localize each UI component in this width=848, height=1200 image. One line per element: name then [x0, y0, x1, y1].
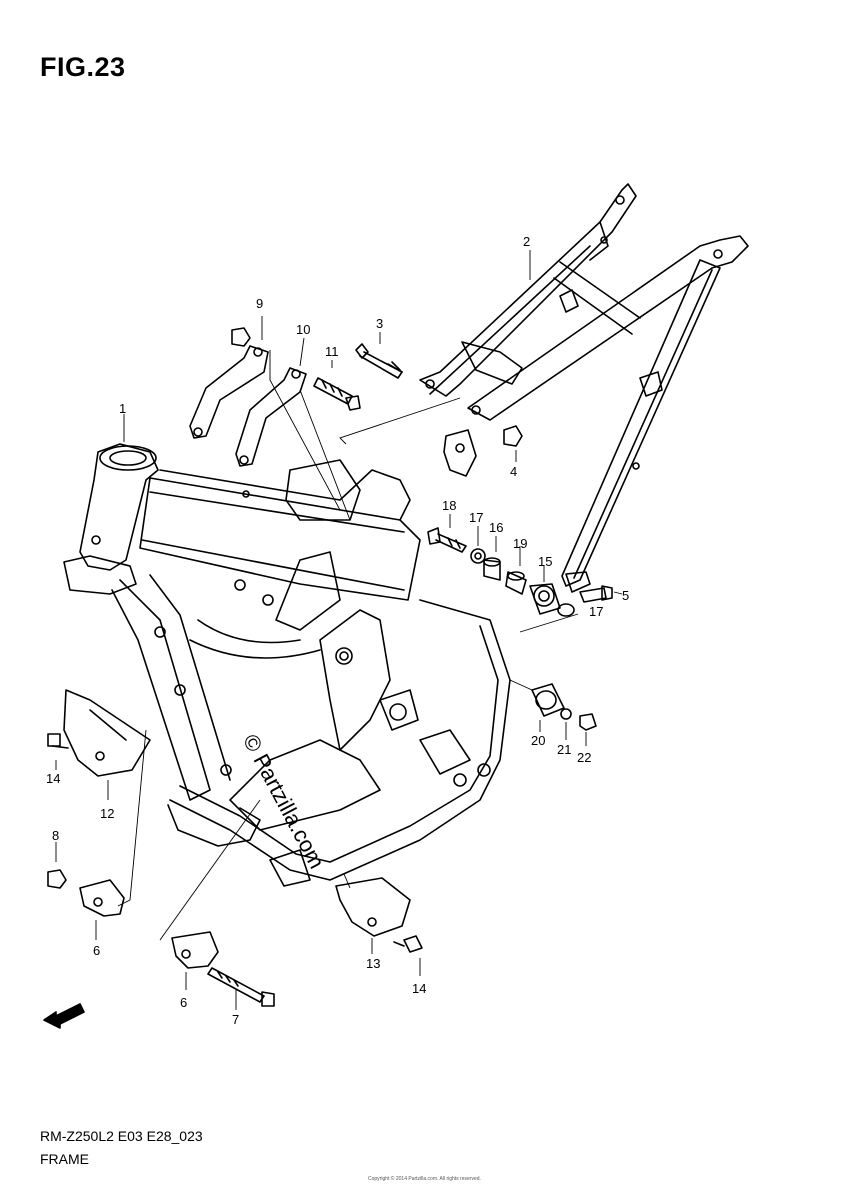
- footer-note: Copyright © 2014 Partzilla.com. All righ…: [368, 1176, 481, 1182]
- callout-7: 7: [232, 1012, 239, 1027]
- section-name: FRAME: [40, 1151, 89, 1167]
- engine-mount-6b: [171, 931, 219, 969]
- callout-22: 22: [577, 750, 591, 765]
- bolt-14a: [47, 733, 69, 749]
- callout-18: 18: [442, 498, 456, 513]
- callout-15: 15: [538, 554, 552, 569]
- washer-17: [470, 548, 486, 564]
- figure-title: FIG.23: [40, 52, 126, 82]
- frame-guard-12: [63, 689, 151, 777]
- callout-6a: 6: [93, 943, 100, 958]
- rear-subframe-part: [419, 183, 749, 593]
- callout-2: 2: [523, 234, 530, 249]
- callout-14b: 14: [412, 981, 426, 996]
- nut-4: [503, 425, 523, 447]
- nut-part: [231, 327, 251, 347]
- callout-11: 11: [325, 344, 339, 359]
- washer-21: [560, 708, 572, 720]
- washer-17b: [557, 603, 575, 617]
- callout-17a: 17: [469, 510, 483, 525]
- nut-22: [579, 713, 597, 731]
- callout-5: 5: [622, 588, 629, 603]
- frame-guard-13: [335, 877, 411, 937]
- callout-14a: 14: [46, 771, 60, 786]
- callout-21: 21: [557, 742, 571, 757]
- callout-6b: 6: [180, 995, 187, 1010]
- callout-10: 10: [296, 322, 310, 337]
- callout-9: 9: [256, 296, 263, 311]
- bolt-5: [579, 585, 613, 603]
- bolt-7: [207, 967, 275, 1007]
- callout-4: 4: [510, 464, 517, 479]
- callout-1: 1: [119, 401, 126, 416]
- fwd-arrow-icon: [43, 1003, 85, 1029]
- collar-16: [483, 557, 501, 581]
- callout-20: 20: [531, 733, 545, 748]
- callout-13: 13: [366, 956, 380, 971]
- bolt-14b: [393, 935, 423, 953]
- callout-19: 19: [513, 536, 527, 551]
- bolt-11: [313, 377, 361, 411]
- callout-12: 12: [100, 806, 114, 821]
- main-frame-part: [63, 443, 511, 887]
- callout-17b: 17: [589, 604, 603, 619]
- engine-bracket-10: [235, 367, 307, 467]
- bushing-15: [529, 583, 561, 615]
- callout-3: 3: [376, 316, 383, 331]
- bushing-20: [531, 683, 565, 717]
- bolt-18: [427, 527, 467, 553]
- engine-bracket-9: [189, 345, 269, 439]
- bolt-3: [355, 343, 403, 379]
- nut-8: [47, 869, 67, 889]
- engine-mount-6a: [79, 879, 125, 917]
- model-code: RM-Z250L2 E03 E28_023: [40, 1128, 203, 1144]
- callout-16: 16: [489, 520, 503, 535]
- callout-8: 8: [52, 828, 59, 843]
- collar-19: [505, 571, 527, 595]
